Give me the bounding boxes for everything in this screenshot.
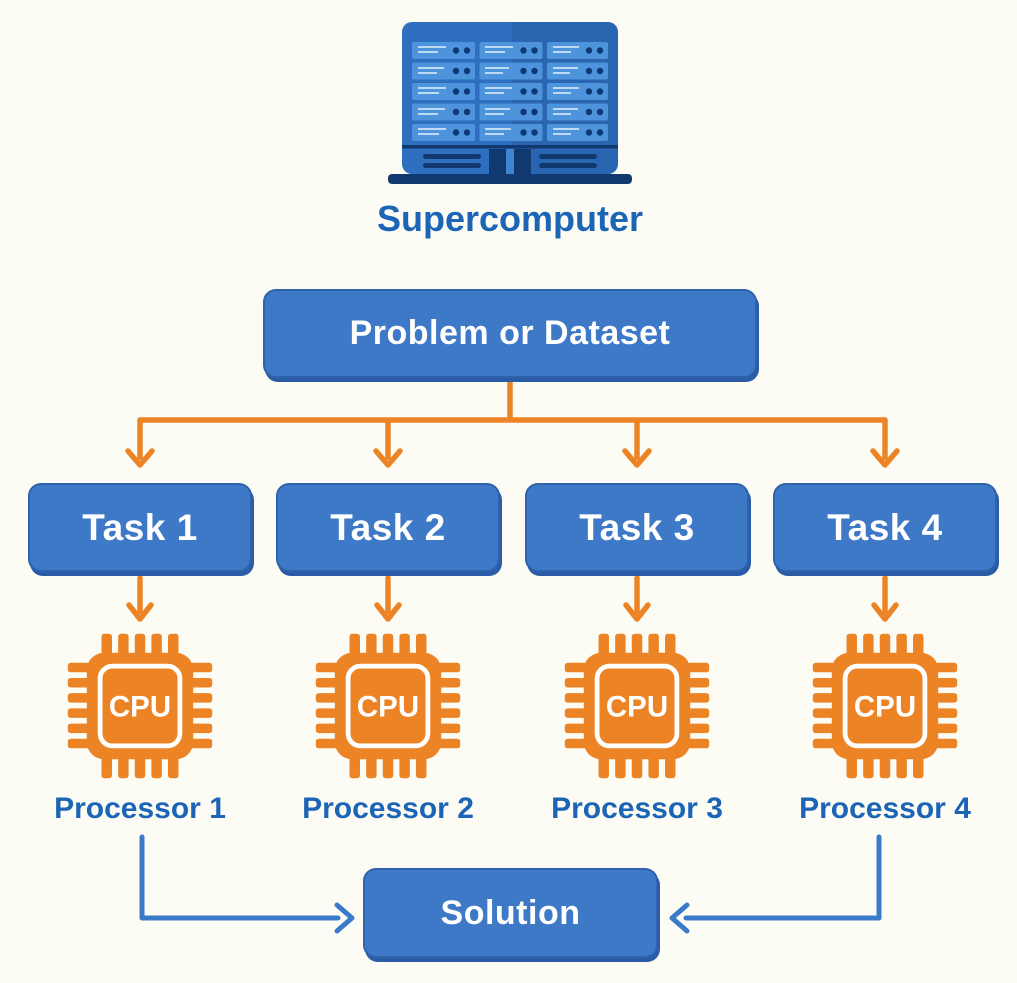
task1-to-cpu1-arrow	[126, 575, 154, 622]
task-4-box: Task 4	[773, 483, 997, 572]
cpu-chip-icon: CPU	[67, 633, 213, 779]
cpu-chip-icon: CPU	[812, 633, 958, 779]
task4-to-cpu4-arrow	[871, 575, 899, 622]
task-1-box: Task 1	[28, 483, 252, 572]
problem-to-tasks-connector	[137, 374, 888, 423]
processor1-to-solution-arrow	[139, 834, 355, 934]
arrow-to-task-4	[870, 417, 900, 468]
arrow-to-task-1	[125, 417, 155, 468]
task-2-box: Task 2	[276, 483, 500, 572]
cpu-chip-label: CPU	[606, 690, 668, 723]
cpu-chip-label: CPU	[854, 690, 916, 723]
arrow-to-task-2	[373, 417, 403, 468]
cpu-chip-icon: CPU	[315, 633, 461, 779]
cpu-chip-label: CPU	[357, 690, 419, 723]
processor4-to-solution-arrow	[669, 834, 882, 934]
processor-4-label: Processor 4	[799, 792, 971, 825]
cpu-chip-icon: CPU	[564, 633, 710, 779]
cpu-chip-label: CPU	[109, 690, 171, 723]
server-rack-icon	[388, 22, 632, 184]
arrow-to-task-3	[622, 417, 652, 468]
processor-2-label: Processor 2	[302, 792, 474, 825]
processor-1-label: Processor 1	[54, 792, 226, 825]
task3-to-cpu3-arrow	[623, 575, 651, 622]
problem-or-dataset-box: Problem or Dataset	[263, 289, 757, 378]
supercomputer-label: Supercomputer	[376, 198, 644, 239]
task-3-box: Task 3	[525, 483, 749, 572]
processor-3-label: Processor 3	[551, 792, 723, 825]
solution-box: Solution	[363, 868, 658, 958]
task2-to-cpu2-arrow	[374, 575, 402, 622]
